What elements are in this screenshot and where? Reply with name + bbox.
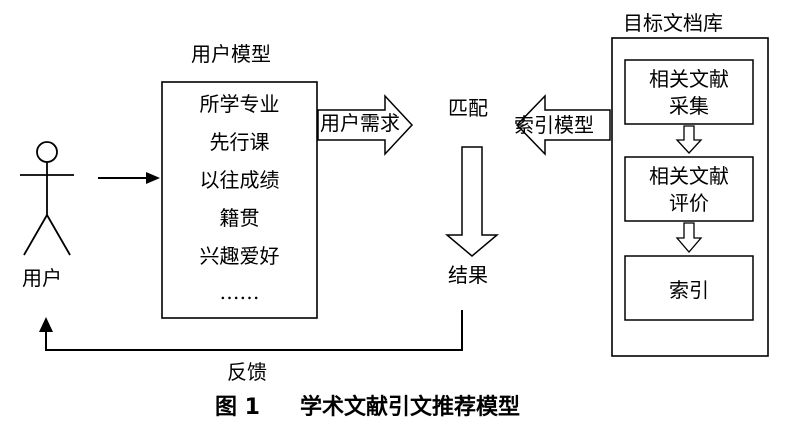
attribute-prerequisite-course: 先行课 — [209, 130, 270, 154]
step-box-evaluate — [624, 156, 754, 222]
attribute-hobbies: 兴趣爱好 — [199, 244, 280, 268]
attribute-ellipsis: …… — [219, 280, 260, 304]
user-model-title: 用户模型 — [191, 42, 271, 66]
step-box-index — [624, 255, 754, 321]
step-collect-line2: 采集 — [669, 94, 709, 118]
step-collect-line1: 相关文献 — [649, 67, 729, 91]
feedback-arrow — [39, 310, 463, 351]
index-model-label: 索引模型 — [514, 113, 594, 137]
step-box-collect — [624, 59, 754, 125]
attribute-major: 所学专业 — [199, 92, 280, 116]
user-stick-figure-icon — [20, 141, 74, 256]
attribute-past-grades: 以往成绩 — [199, 168, 280, 192]
user-demand-label: 用户需求 — [320, 111, 400, 135]
collect-to-evaluate-arrow — [675, 125, 703, 154]
target-library-title: 目标文档库 — [623, 11, 723, 35]
user-label: 用户 — [22, 266, 62, 290]
user-to-model-arrow — [98, 172, 160, 184]
attribute-hometown: 籍贯 — [219, 206, 260, 230]
user-model-box — [161, 81, 318, 319]
result-label: 结果 — [448, 263, 488, 287]
match-to-result-arrow — [444, 146, 500, 257]
step-index-label: 索引 — [669, 278, 709, 302]
feedback-label: 反馈 — [227, 360, 267, 384]
index-model-arrow — [515, 94, 611, 156]
evaluate-to-index-arrow — [675, 222, 703, 253]
user-demand-arrow — [317, 94, 414, 156]
match-label: 匹配 — [448, 96, 488, 120]
step-evaluate-line1: 相关文献 — [649, 164, 729, 188]
user-model-attributes: 所学专业 先行课 以往成绩 籍贯 兴趣爱好 …… — [162, 82, 317, 318]
figure-number: 图 1 — [215, 395, 260, 420]
figure-caption: 学术文献引文推荐模型 — [300, 395, 521, 420]
step-evaluate-line2: 评价 — [669, 191, 709, 215]
